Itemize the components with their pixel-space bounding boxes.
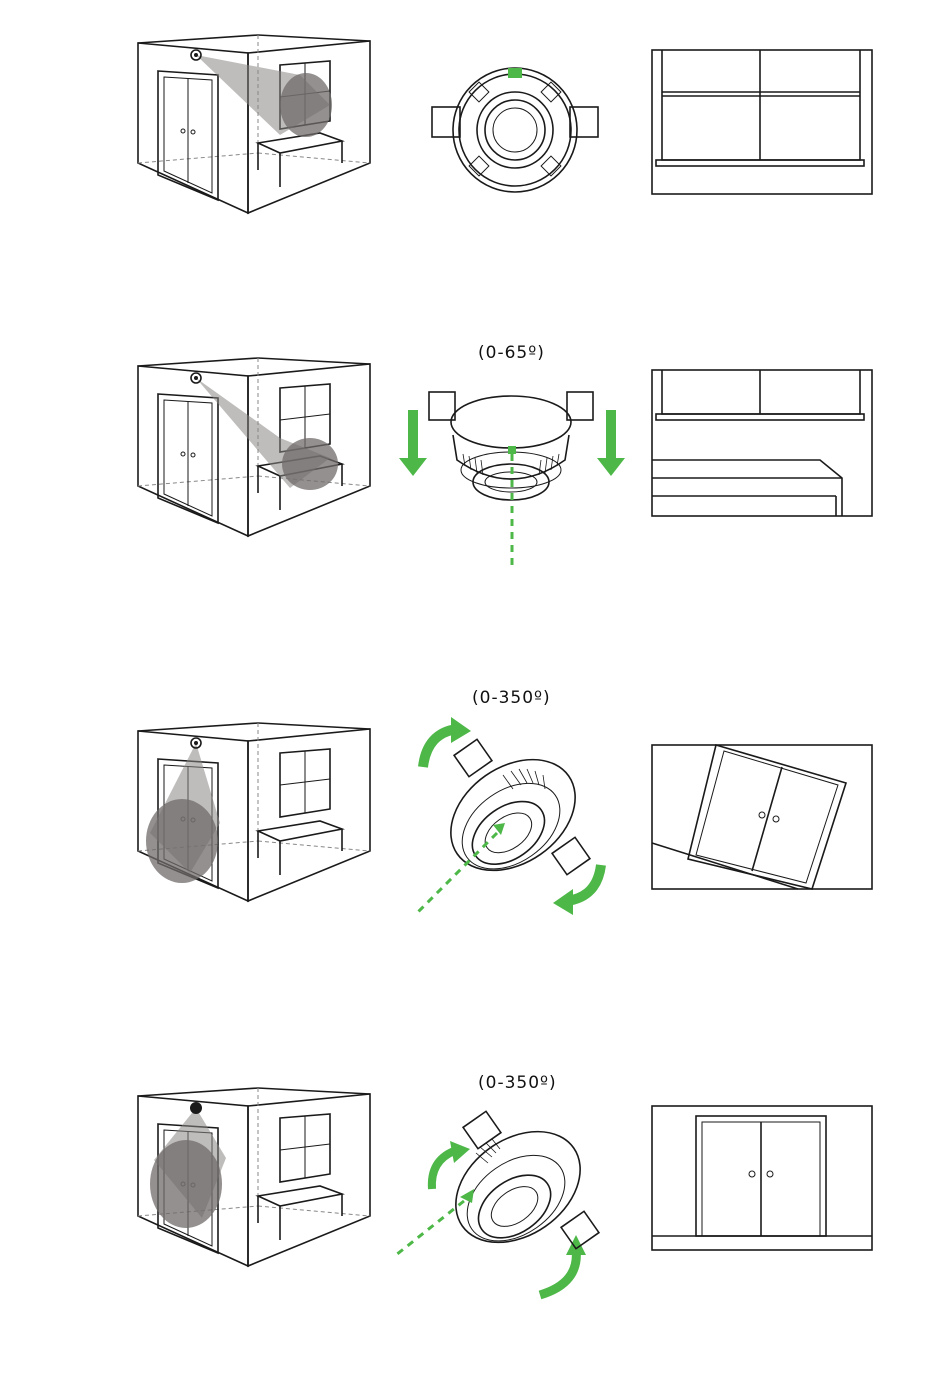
angle-label: (0-65º) <box>478 343 545 363</box>
room-illustration-3 <box>130 723 380 908</box>
camera-rotate-view-1 <box>405 715 620 925</box>
rotate-arrow-icon <box>432 1141 586 1295</box>
camera-rotate-view-2 <box>390 1105 615 1305</box>
rotate-arrow-icon <box>423 717 601 915</box>
camera-view-2 <box>648 368 874 518</box>
step-4: (0-350º) <box>0 1070 950 1310</box>
camera-view-1 <box>648 48 874 196</box>
room-illustration-4 <box>130 1088 380 1273</box>
angle-label: (0-350º) <box>478 1073 557 1093</box>
room-illustration-2 <box>130 358 380 543</box>
room-illustration-1 <box>130 35 380 220</box>
camera-top-view <box>420 55 610 205</box>
camera-view-3 <box>648 743 874 891</box>
angle-label: (0-350º) <box>472 688 551 708</box>
camera-view-4 <box>648 1104 874 1252</box>
step-2: (0-65º) <box>0 340 950 580</box>
camera-tilt-view <box>395 380 635 570</box>
step-3: (0-350º) <box>0 685 950 925</box>
step-1 <box>0 30 950 220</box>
